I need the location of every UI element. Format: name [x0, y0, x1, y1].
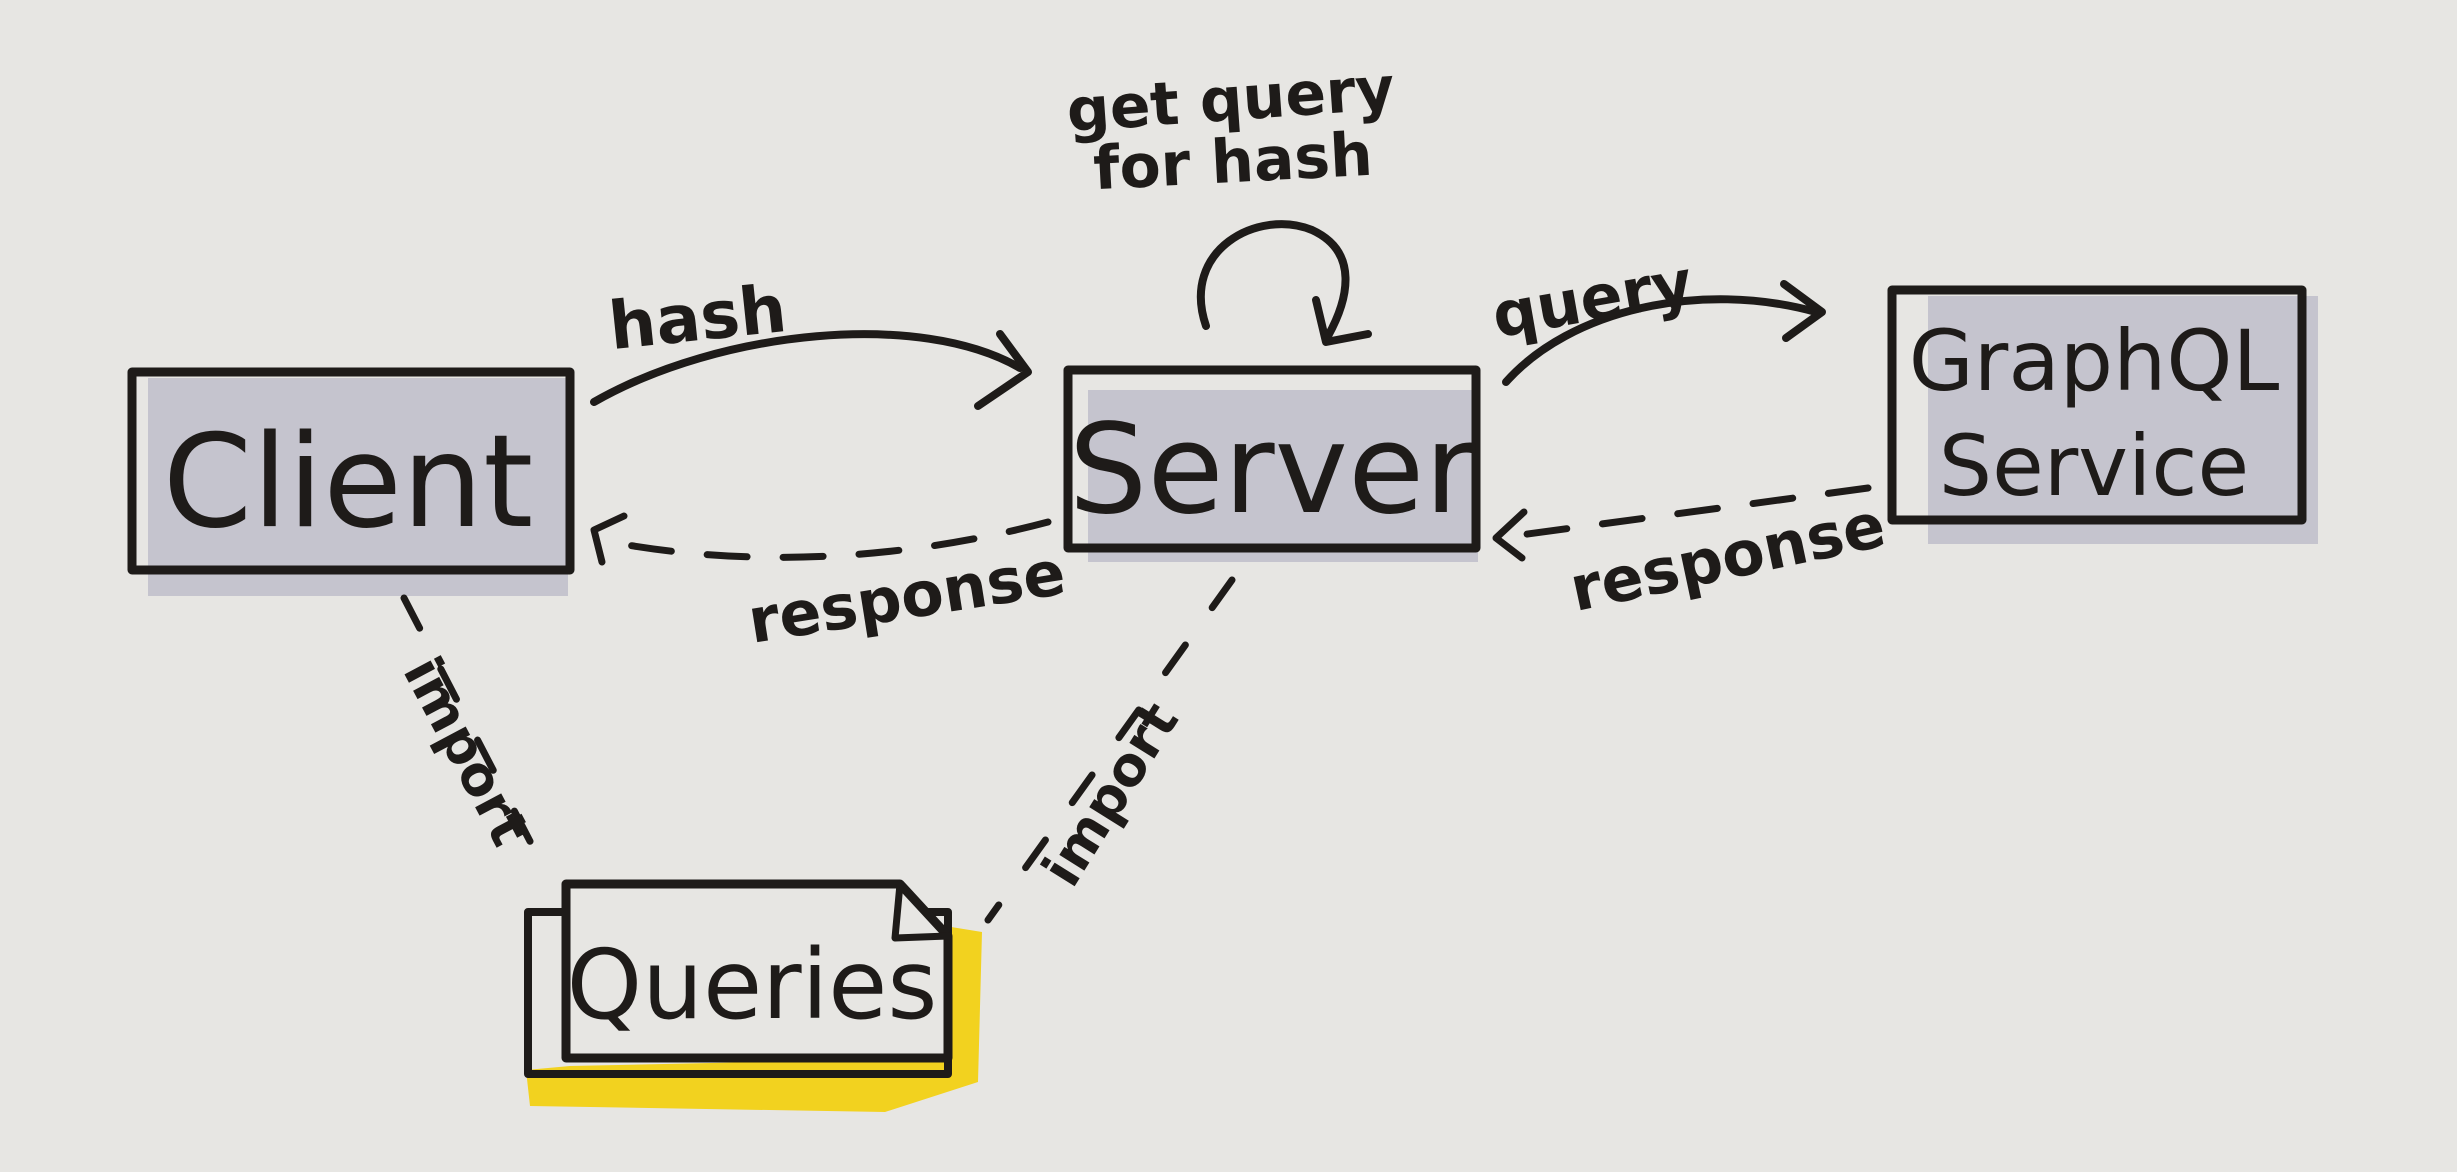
queries-label: Queries — [567, 929, 938, 1041]
server-node: Server — [1063, 365, 1481, 562]
edge-client-to-server: hash — [590, 270, 1032, 410]
client-node: Client — [127, 367, 575, 596]
client-label: Client — [163, 408, 534, 557]
server-response-arrowhead — [590, 512, 628, 566]
server-shadow — [1088, 390, 1478, 562]
graphql-box — [1887, 285, 2307, 525]
self-loop-label-line2: for hash — [1092, 120, 1375, 205]
server-label: Server — [1069, 398, 1476, 542]
queries-front-sheet — [561, 879, 953, 1063]
queries-node: Queries — [524, 879, 982, 1112]
graphql-label-line1: GraphQL — [1909, 312, 2280, 410]
client-shadow — [148, 378, 568, 596]
self-loop-arc — [1196, 220, 1350, 340]
query-arrowhead — [1780, 280, 1826, 342]
query-arrow-line — [1502, 295, 1820, 386]
client-import-line — [400, 594, 552, 880]
server-box — [1063, 365, 1481, 553]
server-response-line — [596, 518, 1052, 561]
graphql-label-line2: Service — [1939, 417, 2249, 515]
self-loop-arrowhead — [1312, 296, 1372, 346]
graphql-response-arrowhead — [1492, 508, 1528, 562]
hash-arrow-line — [590, 330, 1024, 406]
client-box — [127, 367, 575, 575]
queries-dog-ear — [891, 880, 952, 942]
graphql-service-node: GraphQL Service — [1887, 285, 2318, 544]
graphql-shadow — [1928, 296, 2318, 544]
graphql-response-line — [1494, 484, 1872, 542]
hash-arrowhead — [974, 330, 1032, 410]
queries-highlight — [526, 926, 982, 1112]
server-import-line — [984, 576, 1236, 924]
hash-label: hash — [605, 270, 790, 365]
